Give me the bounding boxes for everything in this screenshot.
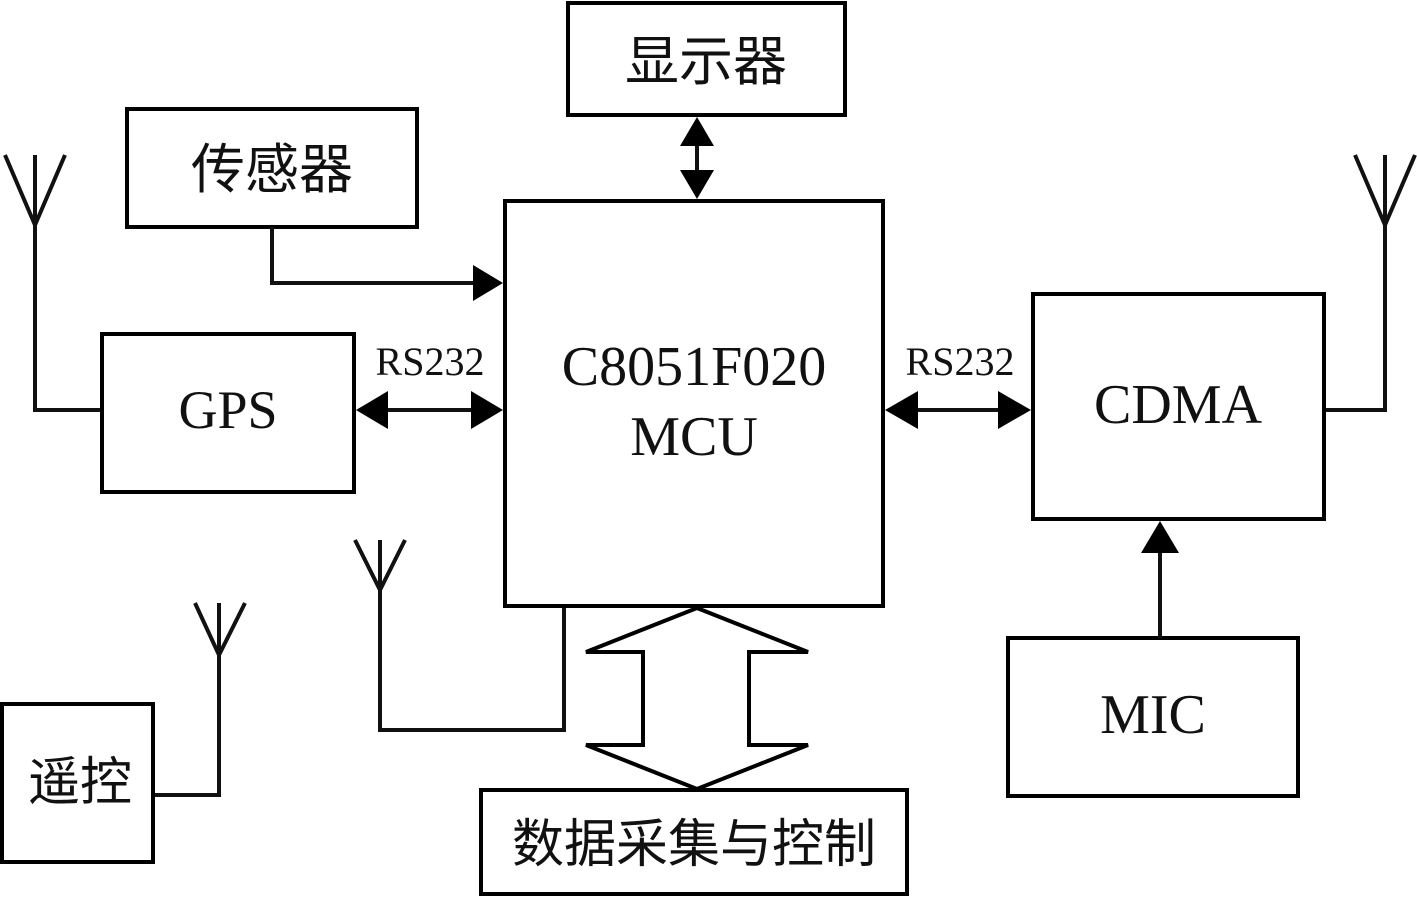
gps-mcu-protocol-label: RS232 bbox=[376, 339, 485, 384]
sensor-mcu-connector bbox=[270, 227, 503, 301]
remote-antenna-icon bbox=[153, 602, 247, 797]
display-block[interactable]: 显示器 bbox=[566, 1, 847, 117]
display-label: 显示器 bbox=[625, 30, 787, 93]
mcu-label-line1: C8051F020 bbox=[562, 336, 827, 398]
arrow-left-icon bbox=[356, 391, 388, 429]
mic-block[interactable]: MIC bbox=[1006, 636, 1300, 798]
mic-label: MIC bbox=[1100, 684, 1206, 746]
arrow-right-icon bbox=[998, 391, 1031, 429]
data-acquisition-block[interactable]: 数据采集与控制 bbox=[479, 788, 909, 896]
mcu-label-line2: MCU bbox=[630, 406, 758, 468]
data-acquisition-label: 数据采集与控制 bbox=[512, 815, 876, 875]
arrow-up-icon bbox=[680, 117, 714, 146]
gps-label: GPS bbox=[178, 380, 277, 440]
display-mcu-connector bbox=[680, 117, 714, 199]
remote-control-block[interactable]: 遥控 bbox=[0, 702, 155, 864]
mcu-cdma-protocol-label: RS232 bbox=[906, 339, 1015, 384]
gps-antenna-icon bbox=[3, 154, 102, 412]
mcu-daq-bus-arrow bbox=[585, 605, 809, 792]
mcu-antenna-icon bbox=[353, 539, 566, 732]
mcu-cdma-connector: RS232 bbox=[885, 339, 1031, 429]
arrow-up-icon bbox=[1141, 521, 1179, 553]
sensor-block[interactable]: 传感器 bbox=[125, 107, 419, 229]
gps-mcu-connector: RS232 bbox=[356, 339, 503, 429]
arrow-right-icon bbox=[473, 265, 503, 301]
sensor-label: 传感器 bbox=[191, 138, 353, 201]
arrow-down-icon bbox=[680, 170, 714, 199]
cdma-block[interactable]: CDMA bbox=[1031, 292, 1326, 521]
gps-block[interactable]: GPS bbox=[100, 332, 356, 494]
mic-cdma-connector bbox=[1141, 521, 1179, 638]
mcu-block[interactable]: C8051F020 MCU bbox=[503, 199, 885, 608]
cdma-label: CDMA bbox=[1094, 374, 1263, 436]
cdma-antenna-icon bbox=[1324, 154, 1417, 412]
arrow-left-icon bbox=[885, 391, 918, 429]
arrow-right-icon bbox=[471, 391, 503, 429]
remote-control-label: 遥控 bbox=[28, 753, 132, 813]
